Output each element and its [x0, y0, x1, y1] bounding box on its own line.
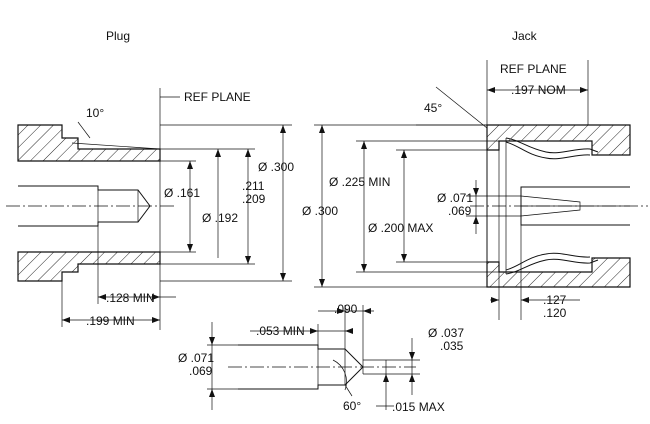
- plug-dia-192-label: Ø .192: [202, 211, 238, 225]
- pin-len-090-label: .090: [334, 302, 358, 316]
- jack-title: Jack: [512, 29, 538, 43]
- pin-tip-015-label: .015 MAX: [392, 400, 445, 414]
- plug-ref-plane-label: REF PLANE: [184, 90, 251, 104]
- jack-dia-225-label: Ø .225 MIN: [329, 175, 390, 189]
- jack-len-120-label: .120: [543, 306, 567, 320]
- pin-dia-071-label: Ø .071: [178, 351, 214, 365]
- jack-dia-200-label: Ø .200 MAX: [368, 221, 433, 235]
- plug-body-lower: [17, 251, 161, 282]
- plug-dia-300-label: Ø .300: [258, 160, 294, 174]
- jack-angle-label: 45°: [424, 101, 442, 115]
- plug-angle-label: 10°: [86, 106, 104, 120]
- jack-ref-plane-label: REF PLANE: [500, 62, 567, 76]
- jack-dia-069-label: .069: [448, 204, 472, 218]
- plug-body-upper: [17, 124, 161, 162]
- jack-view: 45° REF PLANE .197 NOM Ø .300 Ø .225 MIN…: [302, 60, 648, 320]
- pin-angle-label: 60°: [343, 399, 361, 413]
- jack-spring-finger-lower: [505, 258, 599, 275]
- pin-len-053-label: .053 MIN: [256, 324, 305, 338]
- plug-dia-211-label: .211: [242, 179, 265, 193]
- jack-body-lower: [486, 257, 631, 288]
- plug-title: Plug: [106, 29, 130, 43]
- jack-body-upper: [486, 124, 631, 156]
- plug-dia-161-label: Ø .161: [164, 186, 200, 200]
- pin-dia-037-label: Ø .037: [428, 326, 464, 340]
- plug-dia-209-label: .209: [242, 192, 266, 206]
- jack-dia-300-label: Ø .300: [302, 204, 338, 218]
- jack-spring-finger-upper: [505, 137, 599, 154]
- jack-nom-197-label: .197 NOM: [511, 83, 566, 97]
- jack-dia-071-label: Ø .071: [437, 191, 473, 205]
- pin-dia-035-label: .035: [440, 339, 464, 353]
- jack-len-127-label: .127: [543, 293, 567, 307]
- plug-len-128-label: .128 MIN: [106, 291, 155, 305]
- plug-view: 10° REF PLANE Ø .161 Ø .192 .211 .209: [6, 88, 294, 330]
- plug-center-pin: [18, 185, 151, 227]
- plug-len-199-label: .199 MIN: [86, 314, 135, 328]
- pin-detail-view: .053 MIN .090 Ø .071 .069 Ø .037 .035 .0…: [178, 302, 464, 414]
- pin-dia-069-label: .069: [189, 364, 213, 378]
